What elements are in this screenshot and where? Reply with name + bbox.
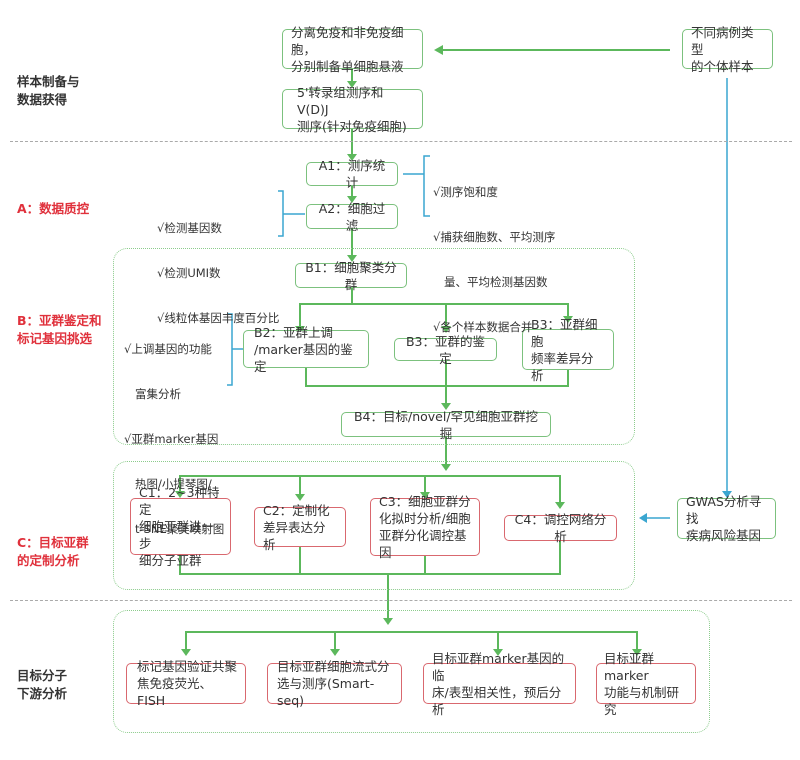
node-d1-marker-validation[interactable]: 标记基因验证共聚 焦免疫荧光、FISH — [126, 659, 246, 708]
section-label-c: C：目标亚群 的定制分析 — [17, 535, 89, 568]
node-isolate-cells[interactable]: 分离免疫和非免疫细胞， 分别制备单细胞悬液 — [282, 25, 423, 74]
note-item: √检测UMI数 — [157, 266, 221, 280]
notes-a1: √测序饱和度 √捕获细胞数、平均测序 量、平均检测基因数 √各个样本数据合并 — [433, 155, 555, 365]
note-item: √上调基因的功能 — [124, 342, 212, 356]
node-d3-clinical-correlation[interactable]: 目标亚群marker基因的临 床/表型相关性，预后分析 — [423, 651, 576, 717]
note-item: t-SNE聚类映射图 — [124, 522, 225, 536]
group-b — [113, 248, 635, 445]
node-c4-regulatory-network[interactable]: C4：调控网络分析 — [504, 512, 617, 544]
section-label-b: B：亚群鉴定和 标记基因挑选 — [17, 313, 102, 346]
note-item: √线粒体基因丰度百分比 — [157, 311, 280, 325]
node-b3-frequency[interactable]: B3：亚群细胞 频率差异分析 — [522, 317, 614, 383]
node-patient-samples[interactable]: 不同病例类型 的个体样本 — [682, 25, 773, 74]
group-downstream — [113, 610, 710, 733]
line-b-merge — [305, 368, 569, 387]
node-b4-target-subgroup[interactable]: B4：目标/novel/罕见细胞亚群挖掘 — [341, 409, 551, 441]
note-item: 富集分析 — [124, 387, 181, 401]
node-a2-cell-filter[interactable]: A2：细胞过滤 — [306, 201, 398, 233]
node-b1-clustering[interactable]: B1：细胞聚类分群 — [295, 260, 407, 292]
note-item: √测序饱和度 — [433, 185, 498, 199]
node-d2-flow-sorting[interactable]: 目标亚群细胞流式分 选与测序(Smart-seq) — [267, 659, 402, 708]
section-label-prep: 样本制备与 数据获得 — [17, 74, 80, 107]
section-divider — [10, 600, 792, 601]
note-item: √亚群marker基因 — [124, 432, 219, 446]
line-d-split — [185, 631, 638, 653]
note-item: 量、平均检测基因数 — [433, 275, 548, 289]
section-label-downstream: 目标分子 下游分析 — [17, 668, 68, 701]
line-c-split — [179, 475, 561, 506]
note-item: √各个样本数据合并 — [433, 320, 533, 334]
node-gwas[interactable]: GWAS分析寻找 疾病风险基因 — [677, 494, 776, 543]
section-divider — [10, 141, 792, 142]
notes-b2: √上调基因的功能 富集分析 √亚群marker基因 热图/小提琴图/ t-SNE… — [124, 312, 224, 567]
node-c3-pseudotime[interactable]: C3：细胞亚群分 化拟时分析/细胞 亚群分化调控基因 — [370, 494, 480, 560]
node-sequencing[interactable]: 5'转录组测序和V(D)J 测序(针对免疫细胞) — [282, 85, 423, 134]
node-d4-function-study[interactable]: 目标亚群marker 功能与机制研究 — [596, 651, 696, 717]
group-c — [113, 461, 635, 590]
line-b-split — [299, 303, 569, 330]
notes-a2: √检测基因数 √检测UMI数 √线粒体基因丰度百分比 — [157, 191, 279, 356]
line-c-merge — [179, 541, 561, 575]
node-c2-diff-expression[interactable]: C2：定制化 差异表达分析 — [254, 503, 346, 552]
section-label-a: A：数据质控 — [17, 201, 90, 216]
node-a1-seq-stats[interactable]: A1：测序统计 — [306, 158, 398, 190]
note-item: √检测基因数 — [157, 221, 222, 235]
note-item: 热图/小提琴图/ — [124, 477, 212, 491]
note-item: √捕获细胞数、平均测序 — [433, 230, 556, 244]
